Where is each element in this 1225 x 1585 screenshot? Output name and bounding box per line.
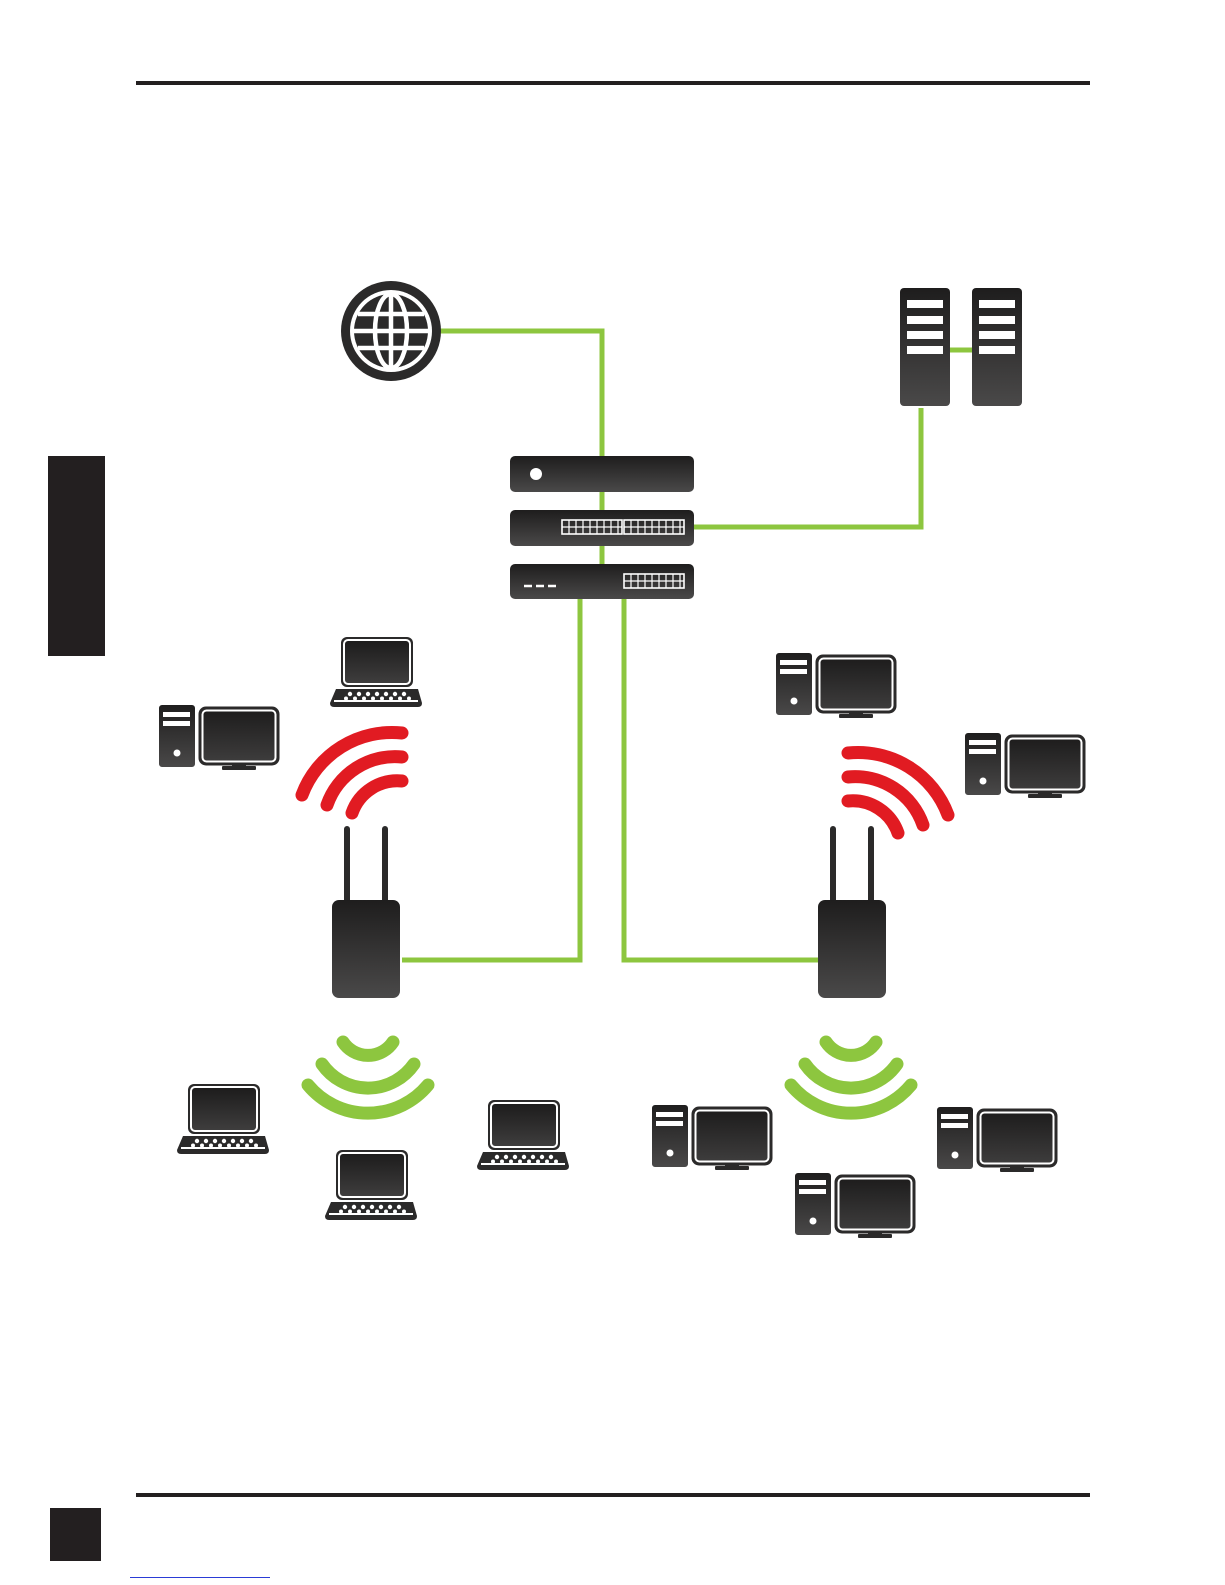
access-point-icon — [332, 826, 400, 998]
desktop-icon — [964, 732, 1084, 798]
desktop-icon — [775, 652, 895, 718]
desktop-icon — [936, 1106, 1056, 1172]
desktop-icon — [794, 1172, 914, 1238]
laptop-icon — [477, 1100, 569, 1170]
link-switch-servers — [693, 408, 921, 527]
globe-icon — [341, 281, 441, 381]
wifi-signal-icon — [308, 1042, 428, 1113]
link-poe-ap-left — [402, 597, 580, 960]
desktop-icon — [651, 1104, 771, 1170]
wifi-signal-icon — [302, 732, 402, 813]
wifi-signal-icon — [848, 752, 948, 833]
laptop-icon — [177, 1084, 269, 1154]
network-links — [402, 331, 972, 960]
access-point-icon — [818, 826, 886, 998]
link-internet-router — [430, 331, 602, 456]
laptop-icon — [330, 637, 422, 707]
desktop-icon — [158, 704, 278, 770]
server-icon — [900, 288, 950, 406]
wifi-signal-icon — [791, 1042, 911, 1113]
switch-icon — [510, 510, 694, 546]
switch-icon — [510, 564, 694, 599]
router-icon — [510, 456, 694, 492]
server-icon — [972, 288, 1022, 406]
laptop-icon — [325, 1150, 417, 1220]
